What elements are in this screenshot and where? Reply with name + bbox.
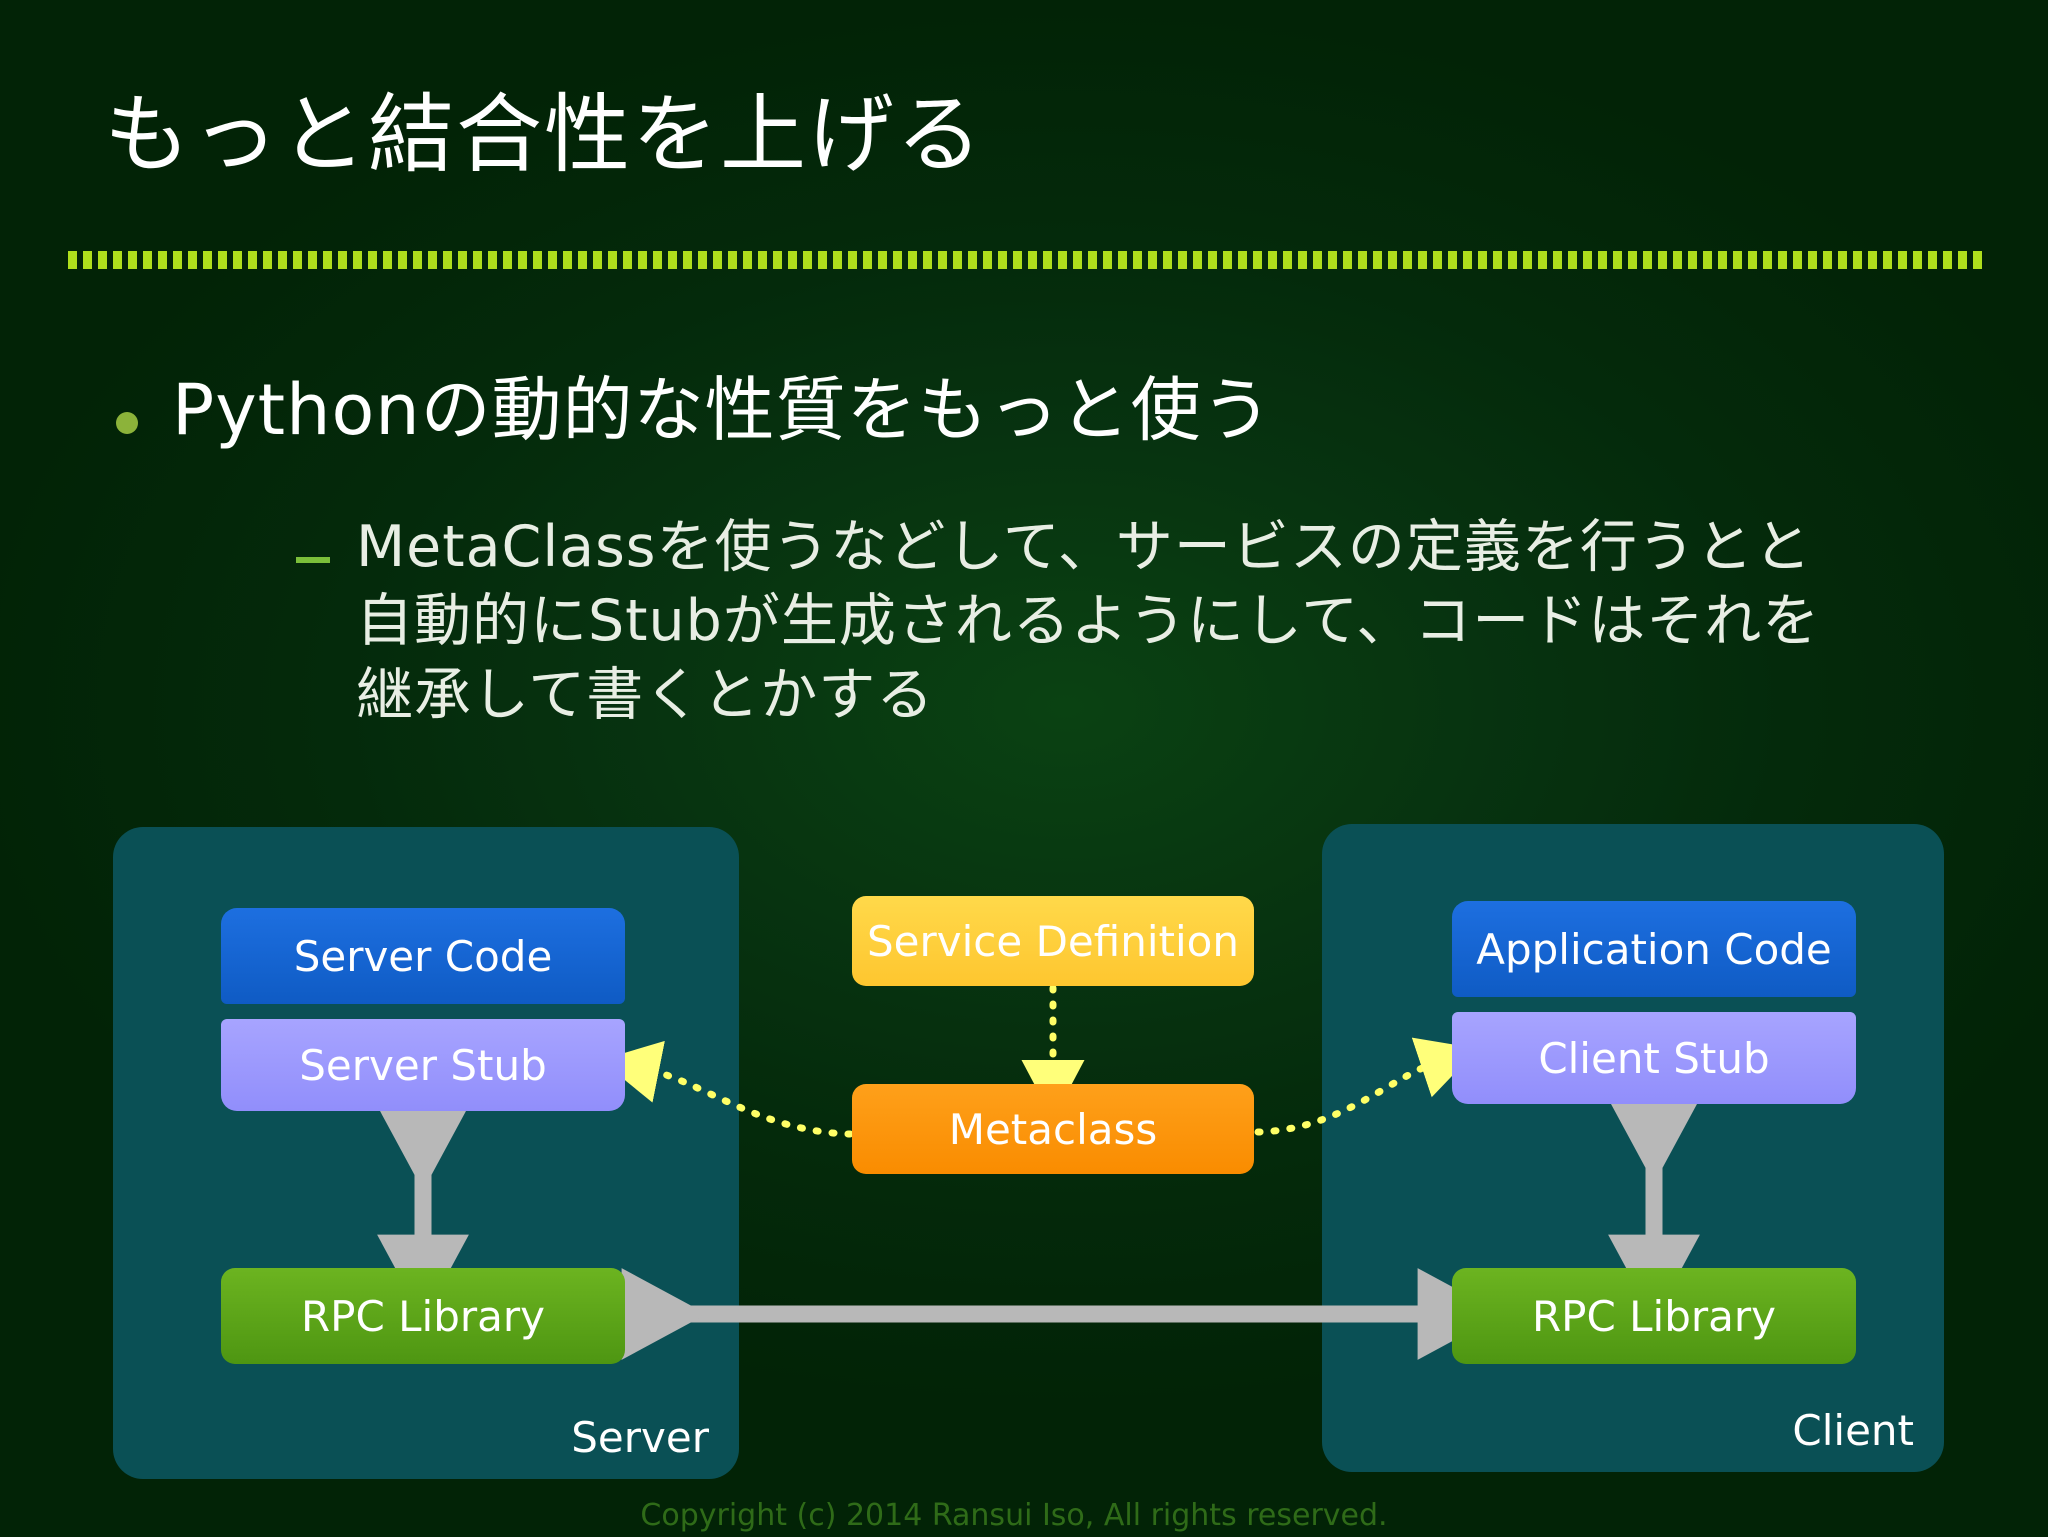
bullet-level1-text: Pythonの動的な性質をもっと使う [172,369,1273,451]
diagram-box-client-stub[interactable]: Client Stub [1452,1012,1856,1104]
bullet-level2-line-1: MetaClassを使うなどして、サービスの定義を行うとと [356,514,1812,580]
bullet-item-level2: MetaClassを使うなどして、サービスの定義を行うとと 自動的にStubが生… [296,510,1820,732]
page-title: もっと結合性を上げる [104,85,984,185]
diagram-box-service-definition[interactable]: Service Definition [852,896,1254,986]
bullet-level2-text: MetaClassを使うなどして、サービスの定義を行うとと 自動的にStubが生… [356,510,1820,732]
diagram-box-server-code[interactable]: Server Code [221,908,625,1004]
server-panel-label: Server [571,1413,709,1462]
bullet-dot-icon [116,412,138,434]
diagram-box-server-rpc-library[interactable]: RPC Library [221,1268,625,1364]
diagram-box-application-code[interactable]: Application Code [1452,901,1856,997]
bullet-item-level1: Pythonの動的な性質をもっと使う [116,370,1273,451]
diagram-box-metaclass[interactable]: Metaclass [852,1084,1254,1174]
bullet-dash-icon [296,557,330,563]
copyright-footer: Copyright (c) 2014 Ransui Iso, All right… [640,1498,1388,1533]
diagram-box-client-rpc-library[interactable]: RPC Library [1452,1268,1856,1364]
diagram-box-server-stub[interactable]: Server Stub [221,1019,625,1111]
title-divider-rule [68,251,1986,269]
bullet-level2-line-2: 自動的にStubが生成されるようにして、コードはそれを [356,588,1821,655]
client-panel-label: Client [1792,1406,1914,1455]
bullet-level2-line-3: 継承して書くとかする [356,662,935,729]
